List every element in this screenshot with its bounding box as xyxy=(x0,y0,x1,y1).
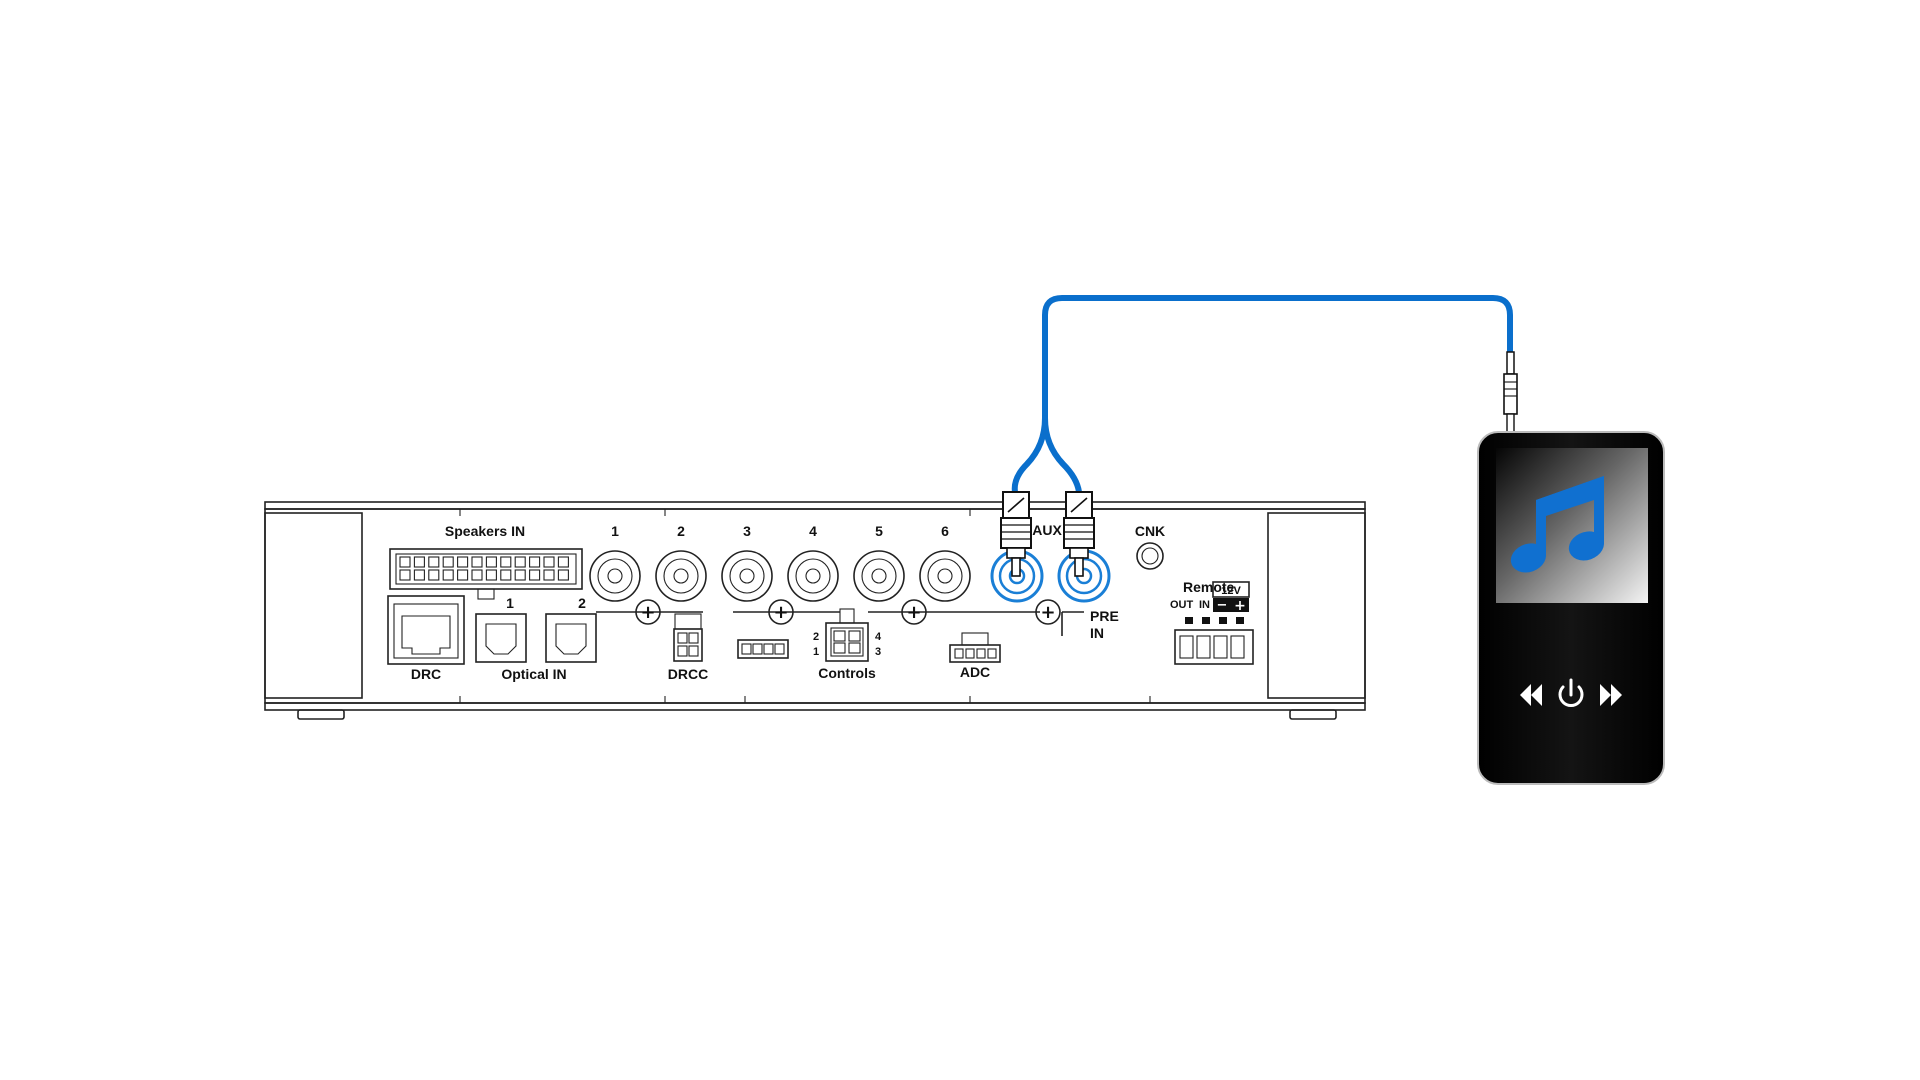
controls-label: Controls xyxy=(818,665,876,681)
pre-in-label-line1: PRE xyxy=(1090,608,1119,624)
speaker-pin xyxy=(428,556,440,568)
adc-label: ADC xyxy=(960,664,990,680)
controls-pin-1: 1 xyxy=(813,646,819,658)
rewind-icon[interactable] xyxy=(1520,684,1542,706)
remote-plus-label: + xyxy=(1234,598,1246,614)
controls-pin-4: 4 xyxy=(875,631,882,643)
media-player[interactable] xyxy=(1477,431,1665,785)
right-end-cap xyxy=(1267,512,1366,699)
rca-outputs[interactable]: 1 2 3 4 5 6 xyxy=(589,523,971,602)
speaker-pin xyxy=(428,569,440,581)
ground-plus-markers: + + + + xyxy=(635,599,1061,625)
speakers-in-connector[interactable]: Speakers IN xyxy=(389,523,583,600)
speaker-pin xyxy=(471,556,483,568)
controls-pin-2: 2 xyxy=(813,631,819,643)
left-end-cap xyxy=(264,512,363,699)
drcc-label: DRCC xyxy=(668,666,708,682)
speaker-pin xyxy=(399,556,411,568)
speaker-pin xyxy=(485,569,497,581)
pre-in-label-line2: IN xyxy=(1090,625,1104,641)
remote-12v-label: 12V xyxy=(1221,585,1241,597)
speaker-pin xyxy=(457,569,469,581)
speaker-pin xyxy=(514,556,526,568)
rca-output-6[interactable]: 6 xyxy=(919,523,971,602)
speaker-pin xyxy=(413,556,425,568)
adc-connector[interactable]: ADC xyxy=(949,632,1001,680)
rca-output-1[interactable]: 1 xyxy=(589,523,641,602)
speakers-in-label: Speakers IN xyxy=(445,523,525,539)
bridge-lines xyxy=(596,611,1084,636)
drc-port[interactable]: DRC xyxy=(387,595,465,682)
speaker-pin xyxy=(442,556,454,568)
optical-in-label: Optical IN xyxy=(501,666,566,682)
player-screen xyxy=(1496,448,1648,603)
ground-plus-icon: + xyxy=(768,599,794,625)
svg-text:+: + xyxy=(773,602,788,623)
cnk-jack[interactable]: CNK xyxy=(1135,523,1165,570)
remote-label: Remote xyxy=(1183,579,1235,595)
rca-output-label: 6 xyxy=(941,523,949,539)
remote-terminal[interactable]: Remote 12V OUT IN − + xyxy=(1170,579,1254,665)
four-pin-connector[interactable] xyxy=(737,639,789,659)
rca-output-5[interactable]: 5 xyxy=(853,523,905,602)
controls-connector[interactable]: 2 1 4 3 Controls xyxy=(813,608,882,681)
speaker-pin xyxy=(543,569,555,581)
rca-output-3[interactable]: 3 xyxy=(721,523,773,602)
optical-2-label: 2 xyxy=(578,595,586,611)
rca-output-label: 5 xyxy=(875,523,883,539)
optical-port-2 xyxy=(545,613,597,663)
svg-text:+: + xyxy=(640,602,655,623)
foot-left xyxy=(297,709,345,720)
svg-text:+: + xyxy=(906,602,921,623)
speaker-pin xyxy=(557,569,569,581)
speaker-pin xyxy=(485,556,497,568)
fast-forward-icon[interactable] xyxy=(1600,684,1622,706)
ground-plus-icon: + xyxy=(901,599,927,625)
remote-out-label: OUT xyxy=(1170,599,1194,611)
speaker-pin xyxy=(399,569,411,581)
rca-output-label: 4 xyxy=(809,523,817,539)
aux-cable xyxy=(1011,295,1513,495)
speaker-pin xyxy=(471,569,483,581)
speaker-pin xyxy=(529,569,541,581)
aux-label: AUX xyxy=(1032,522,1062,538)
ground-plus-icon: + xyxy=(1035,599,1061,625)
amplifier-unit xyxy=(264,501,1366,720)
cnk-label: CNK xyxy=(1135,523,1165,539)
speaker-pin xyxy=(457,556,469,568)
remote-minus-label: − xyxy=(1217,598,1228,613)
speaker-pin xyxy=(543,556,555,568)
rca-output-4[interactable]: 4 xyxy=(787,523,839,602)
rca-output-label: 3 xyxy=(743,523,751,539)
speaker-pin xyxy=(529,556,541,568)
speaker-pin xyxy=(557,556,569,568)
foot-right xyxy=(1289,709,1337,720)
optical-port-1 xyxy=(475,613,527,663)
speaker-pin xyxy=(442,569,454,581)
rca-output-2[interactable]: 2 xyxy=(655,523,707,602)
speaker-pin xyxy=(500,569,512,581)
rca-output-label: 2 xyxy=(677,523,685,539)
power-icon[interactable] xyxy=(1558,678,1584,707)
music-note-icon xyxy=(1510,476,1604,573)
svg-text:+: + xyxy=(1040,602,1055,623)
rca-plug-right xyxy=(1063,491,1095,577)
drcc-connector[interactable]: DRCC xyxy=(668,613,708,682)
optical-1-label: 1 xyxy=(506,595,514,611)
ground-plus-icon: + xyxy=(635,599,661,625)
drc-label: DRC xyxy=(411,666,441,682)
speaker-pin xyxy=(514,569,526,581)
optical-in-ports[interactable]: 1 2 Optical IN xyxy=(475,595,597,682)
speaker-pin xyxy=(500,556,512,568)
mini-jack-plug xyxy=(1503,351,1518,435)
controls-pin-3: 3 xyxy=(875,646,881,658)
speaker-pin xyxy=(413,569,425,581)
rca-plug-left xyxy=(1000,491,1032,577)
rca-output-label: 1 xyxy=(611,523,619,539)
remote-in-label: IN xyxy=(1199,599,1210,611)
